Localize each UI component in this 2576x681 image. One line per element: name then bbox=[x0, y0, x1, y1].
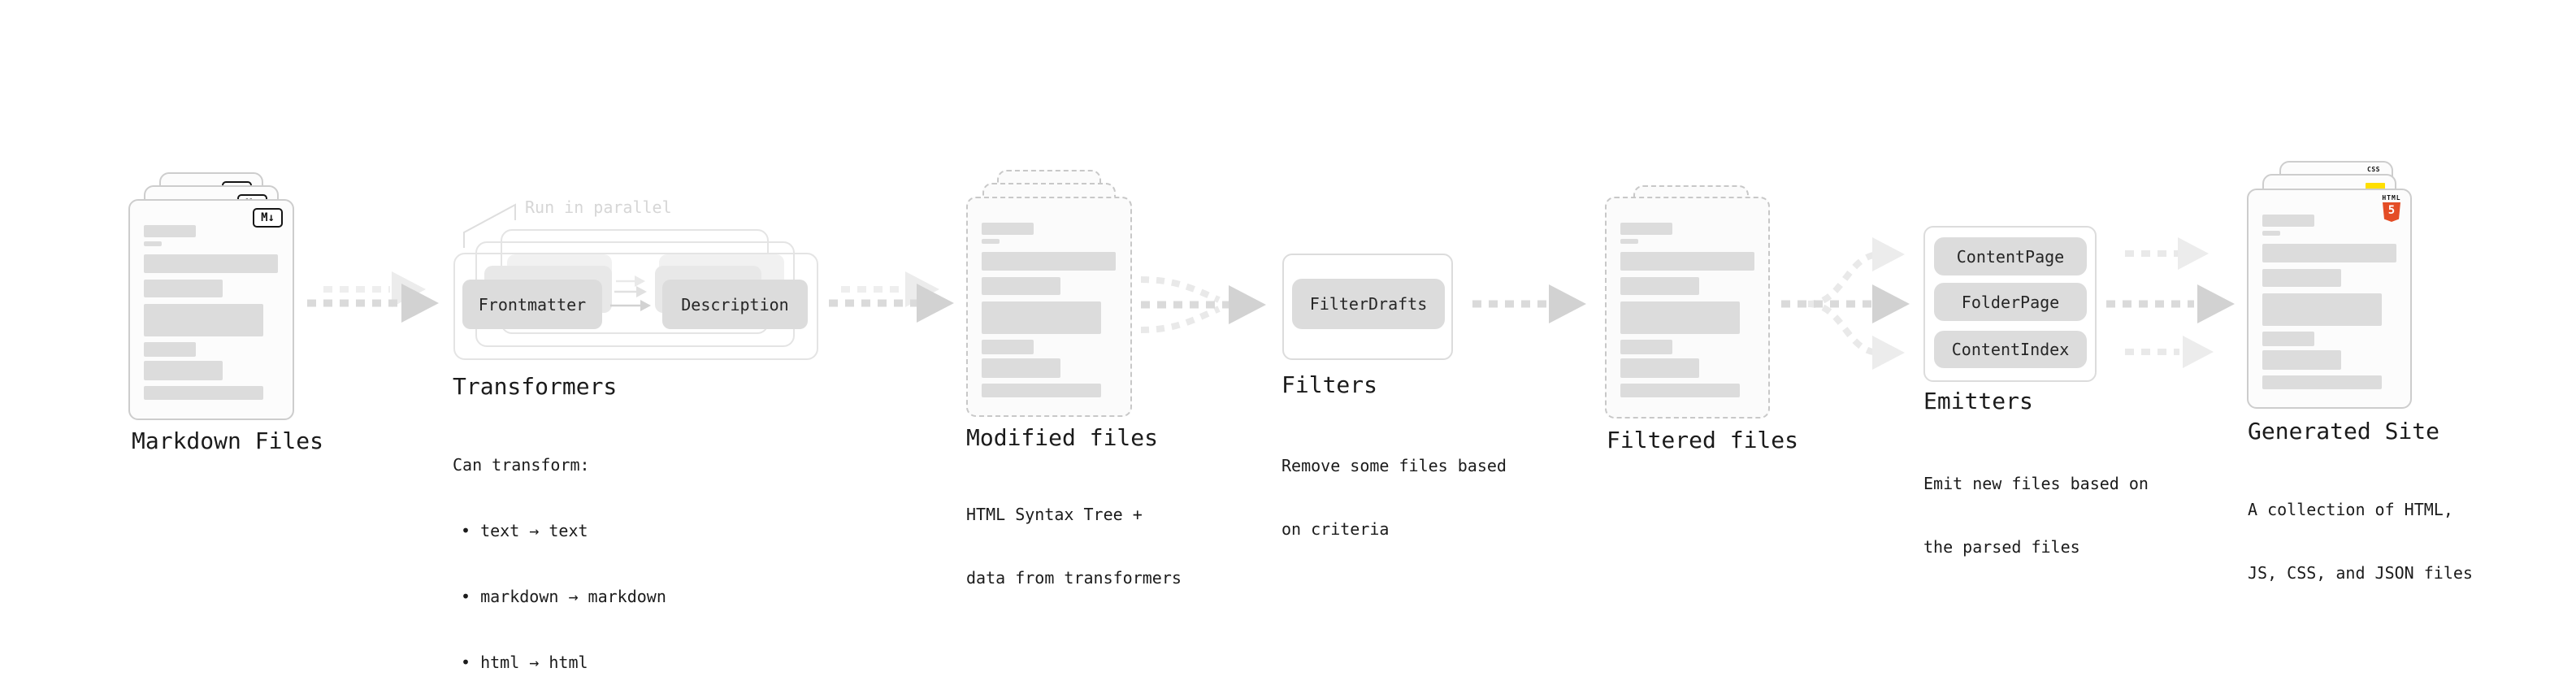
emitter-pill-contentpage: ContentPage bbox=[1934, 237, 2087, 275]
desc-line: A collection of HTML, bbox=[2248, 500, 2453, 519]
filters-description: Remove some files based on criteria bbox=[1281, 413, 1507, 582]
desc-line: HTML Syntax Tree + bbox=[966, 505, 1143, 524]
placeholder-text-bar bbox=[144, 225, 196, 237]
markdown-icon: M↓ bbox=[253, 208, 283, 228]
placeholder-text-bar bbox=[2262, 332, 2314, 346]
arrow-filters-to-filtered bbox=[1472, 284, 1586, 323]
placeholder-text-bar bbox=[982, 277, 1060, 295]
placeholder-text-bar bbox=[2262, 244, 2396, 262]
placeholder-text-bar bbox=[982, 252, 1116, 271]
placeholder-text-bar bbox=[1620, 277, 1699, 295]
placeholder-text-bar bbox=[144, 386, 263, 400]
document-front bbox=[1605, 197, 1770, 419]
desc-line: the parsed files bbox=[1923, 537, 2080, 557]
arrow-transformers-to-modified bbox=[829, 271, 954, 323]
placeholder-text-bar bbox=[144, 280, 223, 297]
placeholder-text-bar bbox=[2262, 215, 2314, 227]
node-label-filtered-files: Filtered files bbox=[1607, 427, 1799, 453]
placeholder-text-bar bbox=[2262, 375, 2382, 389]
placeholder-text-bar bbox=[1620, 384, 1740, 397]
emitter-pill-folderpage: FolderPage bbox=[1934, 283, 2087, 321]
desc-bullet: • html → html bbox=[461, 653, 588, 672]
desc-line: Emit new files based on bbox=[1923, 474, 2149, 493]
transformer-pill-frontmatter: Frontmatter bbox=[462, 280, 602, 329]
placeholder-text-bar bbox=[982, 239, 1000, 244]
arrow-markdown-to-transformers bbox=[307, 271, 439, 323]
node-label-transformers: Transformers bbox=[453, 373, 618, 400]
placeholder-text-bar bbox=[982, 223, 1034, 235]
placeholder-text-bar bbox=[982, 301, 1101, 334]
placeholder-text-bar bbox=[1620, 358, 1699, 378]
placeholder-text-bar bbox=[144, 304, 263, 336]
document-front bbox=[966, 197, 1132, 417]
placeholder-text-bar bbox=[2262, 350, 2341, 370]
filter-pill-filterdrafts: FilterDrafts bbox=[1292, 279, 1445, 329]
placeholder-text-bar bbox=[144, 254, 278, 273]
placeholder-text-bar bbox=[982, 358, 1060, 378]
placeholder-text-bar bbox=[1620, 340, 1672, 354]
transformer-box-front bbox=[453, 253, 818, 360]
node-label-filters: Filters bbox=[1281, 371, 1378, 398]
desc-line: Remove some files based bbox=[1281, 456, 1507, 475]
placeholder-text-bar bbox=[982, 340, 1034, 354]
desc-bullet: • text → text bbox=[461, 521, 588, 540]
generated-site-description: A collection of HTML, JS, CSS, and JSON … bbox=[2248, 457, 2473, 626]
emitter-pill-contentindex: ContentIndex bbox=[1934, 331, 2087, 368]
placeholder-text-bar bbox=[144, 342, 196, 357]
node-label-generated-site: Generated Site bbox=[2248, 418, 2440, 445]
node-label-emitters: Emitters bbox=[1923, 388, 2033, 414]
html5-icon-shield: 5 bbox=[2383, 202, 2400, 222]
placeholder-text-bar bbox=[144, 241, 162, 246]
node-label-markdown-files: Markdown Files bbox=[132, 427, 324, 454]
document-front-html: HTML 5 bbox=[2247, 189, 2412, 409]
modified-files-description: HTML Syntax Tree + data from transformer… bbox=[966, 462, 1182, 631]
document-front: M↓ bbox=[128, 199, 294, 420]
run-in-parallel-note: Run in parallel bbox=[525, 197, 672, 217]
placeholder-text-bar bbox=[1620, 223, 1672, 235]
desc-line: JS, CSS, and JSON files bbox=[2248, 563, 2473, 583]
desc-line: on criteria bbox=[1281, 519, 1390, 539]
arrow-modified-to-filters bbox=[1140, 276, 1266, 333]
html5-icon: HTML 5 bbox=[2381, 194, 2402, 222]
placeholder-text-bar bbox=[2262, 293, 2382, 326]
node-label-modified-files: Modified files bbox=[966, 424, 1159, 451]
placeholder-text-bar bbox=[1620, 301, 1740, 334]
placeholder-text-bar bbox=[982, 384, 1101, 397]
emitters-description: Emit new files based on the parsed files bbox=[1923, 431, 2149, 600]
placeholder-text-bar bbox=[2262, 231, 2280, 236]
placeholder-text-bar bbox=[1620, 252, 1754, 271]
transformer-pill-description: Description bbox=[662, 280, 808, 329]
arrow-emitters-to-site bbox=[2106, 237, 2235, 368]
css-icon-label: CSS bbox=[2367, 166, 2380, 173]
desc-line: Can transform: bbox=[453, 455, 590, 475]
placeholder-text-bar bbox=[2262, 269, 2341, 287]
arrow-filtered-to-emitters bbox=[1781, 237, 1910, 370]
html5-icon-label: HTML bbox=[2382, 194, 2401, 202]
placeholder-text-bar bbox=[1620, 239, 1638, 244]
transformers-description: Can transform: • text → text • markdown … bbox=[453, 410, 666, 681]
desc-line: data from transformers bbox=[966, 568, 1182, 588]
desc-bullet: • markdown → markdown bbox=[461, 587, 666, 606]
placeholder-text-bar bbox=[144, 361, 223, 380]
